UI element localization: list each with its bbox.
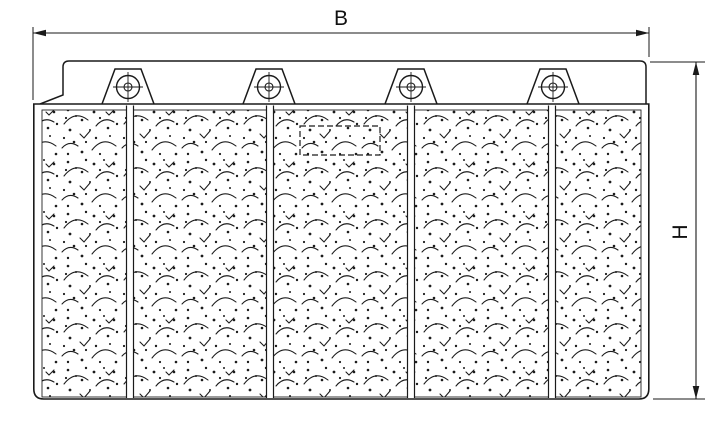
terminal-bolt-3 xyxy=(384,68,438,105)
arrowhead-bottom xyxy=(692,386,700,399)
terminal-bolt-4 xyxy=(526,68,580,105)
arrowhead-top xyxy=(692,62,700,75)
terminal-bolt-1 xyxy=(101,68,155,105)
arrowhead-right xyxy=(636,29,649,37)
dimension-width: B xyxy=(32,7,650,100)
dimension-height: H xyxy=(650,61,705,400)
battery-lid xyxy=(39,60,647,105)
dimension-height-label: H xyxy=(669,224,692,239)
cell-dividers xyxy=(125,105,557,398)
label-area-dashed-box xyxy=(299,125,381,156)
terminal-bolt-2 xyxy=(242,68,296,105)
textured-face xyxy=(41,109,642,398)
arrowhead-left xyxy=(33,29,46,37)
dimension-width-label: B xyxy=(334,7,348,30)
battery-body xyxy=(33,103,650,400)
